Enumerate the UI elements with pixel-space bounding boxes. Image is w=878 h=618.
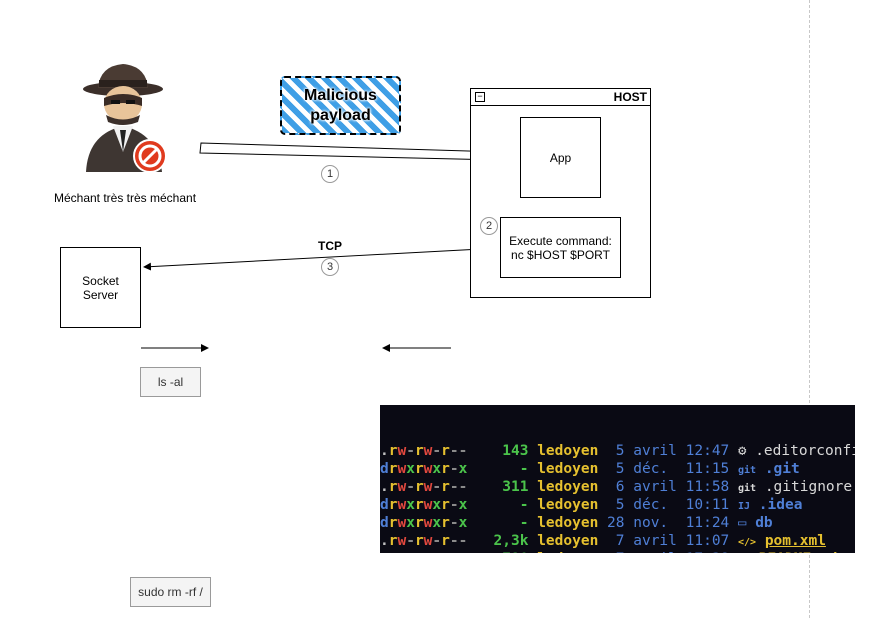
spy-icon [83, 64, 163, 172]
permissions: .rw-rw-r-- [380, 479, 468, 495]
gear-icon: ⚙ [738, 443, 747, 459]
terminal-row: drwxrwxr-x - ledoyen 5 déc. 11:15 git .g… [380, 460, 855, 478]
terminal-row: drwxrwxr-x - ledoyen 5 déc. 10:11 IJ .id… [380, 496, 855, 514]
file-day: 7 [598, 551, 625, 553]
file-day: 5 [598, 443, 625, 459]
attacker-figure [83, 64, 167, 173]
file-size: 790 [467, 551, 528, 553]
page-guide-line [809, 0, 810, 618]
terminal-listing: .rw-rw-r-- 143 ledoyen 5 avril 12:47 ⚙ .… [380, 405, 855, 553]
terminal-row: drwxrwxr-x - ledoyen 28 nov. 11:24 ▭ db [380, 514, 855, 532]
rm-command-box: sudo rm -rf / [130, 577, 211, 607]
tcp-connection-arrow [143, 247, 501, 271]
permissions: .rw-rw-r-- [380, 533, 468, 549]
malicious-payload-box: Malicious payload [280, 76, 401, 135]
file-owner: ledoyen [537, 515, 599, 531]
file-name: .git [764, 461, 800, 477]
file-time: 11:07 [685, 533, 730, 549]
file-time: 11:58 [685, 479, 730, 495]
terminal-row: .rw-rw-r-- 311 ledoyen 6 avril 11:58 git… [380, 478, 855, 496]
socket-server-line2: Server [82, 287, 119, 302]
socket-server-box: Socket Server [60, 247, 141, 328]
file-size: - [467, 461, 529, 477]
file-time: 11:24 [685, 515, 730, 531]
file-time: 11:15 [685, 461, 730, 477]
file-day: 7 [598, 533, 625, 549]
folder-icon: ▭ [738, 515, 747, 531]
socket-server-line1: Socket [82, 273, 119, 288]
payload-label: Malicious payload [304, 86, 377, 126]
permissions: drwxrwxr-x [380, 515, 468, 531]
file-month: avril [633, 443, 677, 459]
file-month: avril [633, 533, 677, 549]
terminal-row: .rw-rw-r-- 143 ledoyen 5 avril 12:47 ⚙ .… [380, 442, 855, 460]
file-month: déc. [633, 461, 677, 477]
collapse-icon[interactable]: − [475, 92, 485, 102]
file-name: db [755, 515, 773, 531]
file-name: pom.xml [764, 533, 826, 549]
exec-label-line2: nc $HOST $PORT [511, 247, 610, 262]
file-name: README.md [759, 551, 838, 553]
app-label: App [549, 150, 572, 165]
file-month: avril [633, 479, 677, 495]
file-month: déc. [633, 497, 677, 513]
host-title: HOST [613, 90, 647, 104]
permissions: .rw-rw-r-- [380, 551, 467, 553]
step-marker-3: 3 [321, 258, 339, 276]
file-owner: ledoyen [537, 533, 599, 549]
file-name: .editorconfi [755, 443, 855, 459]
file-size: - [467, 497, 529, 513]
app-box: App [520, 117, 601, 198]
payload-label-line2: payload [310, 106, 371, 124]
file-name: .idea [758, 497, 803, 513]
file-owner: ledoyen [537, 551, 598, 553]
file-time: 10:11 [685, 497, 730, 513]
file-month: avril [633, 551, 677, 553]
step-marker-2: 2 [480, 217, 498, 235]
permissions: .rw-rw-r-- [380, 443, 468, 459]
file-time: 17:38 [686, 551, 730, 553]
tcp-label: TCP [318, 239, 342, 253]
file-size: 311 [467, 479, 529, 495]
file-month: nov. [633, 515, 677, 531]
file-day: 28 [598, 515, 625, 531]
file-size: 2,3k [467, 533, 529, 549]
file-size: - [467, 515, 529, 531]
block-badge-icon [133, 139, 167, 173]
exec-label-line1: Execute command: [509, 233, 612, 248]
git-icon: git [738, 465, 757, 476]
file-name: .gitignore [764, 479, 853, 495]
intellij-icon: IJ [738, 501, 751, 512]
execute-command-box: Execute command: nc $HOST $PORT [500, 217, 621, 278]
file-owner: ledoyen [537, 461, 599, 477]
code-icon: </> [738, 537, 757, 548]
file-day: 5 [598, 461, 625, 477]
git-icon: git [738, 483, 757, 494]
terminal-rows: .rw-rw-r-- 143 ledoyen 5 avril 12:47 ⚙ .… [380, 442, 855, 553]
file-owner: ledoyen [537, 479, 599, 495]
file-day: 6 [598, 479, 625, 495]
terminal-row: .rw-rw-r-- 2,3k ledoyen 7 avril 11:07 </… [380, 532, 855, 550]
ls-command-box: ls -al [140, 367, 201, 397]
terminal-row: .rw-rw-r-- 790 ledoyen 7 avril 17:38 MD … [380, 550, 855, 553]
attacker-label: Méchant très très méchant [53, 191, 197, 205]
file-owner: ledoyen [537, 497, 599, 513]
step-marker-1: 1 [321, 165, 339, 183]
file-day: 5 [598, 497, 625, 513]
file-owner: ledoyen [537, 443, 599, 459]
payload-label-line1: Malicious [304, 86, 377, 104]
permissions: drwxrwxr-x [380, 497, 468, 513]
file-size: 143 [467, 443, 529, 459]
host-header: − HOST [471, 89, 650, 106]
file-time: 12:47 [685, 443, 730, 459]
permissions: drwxrwxr-x [380, 461, 468, 477]
